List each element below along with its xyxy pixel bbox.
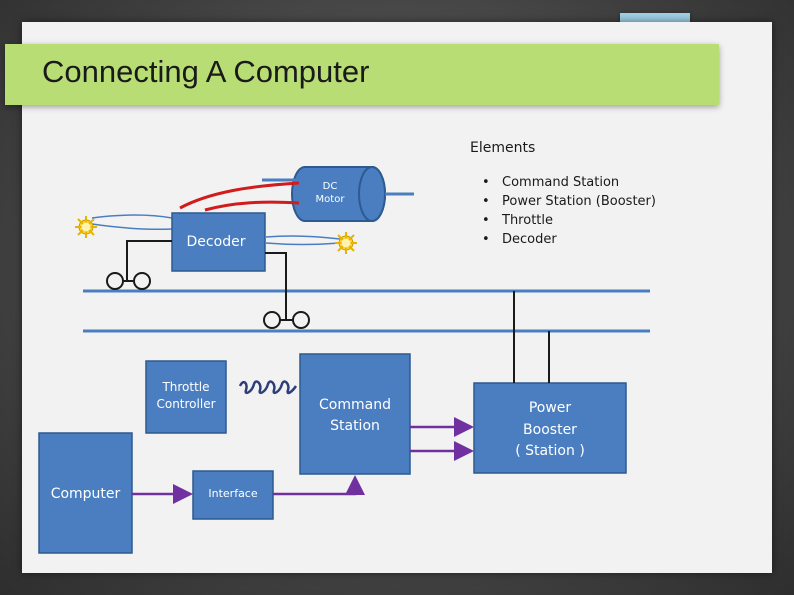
interface-command-arrow [273, 475, 365, 496]
coiled-cable-icon [238, 380, 298, 395]
pickup-wire-right [265, 252, 287, 320]
decoder-label: Decoder [186, 234, 246, 250]
light-wire-left-1 [91, 214, 173, 219]
power-booster-label: Power Booster ( Station ) [474, 398, 626, 463]
list-item: Command Station [482, 173, 656, 192]
light-wire-left-2 [91, 223, 173, 230]
throttle-label-line-1: Throttle [162, 380, 210, 394]
motor-label-line-1: DC [322, 181, 338, 192]
throttle-controller-box [145, 360, 227, 434]
throttle-label: Throttle Controller [146, 379, 226, 413]
wheel-icon [106, 272, 151, 290]
elements-heading: Elements [470, 140, 536, 156]
power-booster-label-line-2: Booster [523, 421, 577, 438]
slide-canvas [22, 22, 772, 573]
computer-label: Computer [50, 486, 121, 502]
elements-list: Command Station Power Station (Booster) … [482, 173, 656, 249]
wheel-icon [263, 311, 310, 329]
command-station-label-line-1: Command [319, 397, 391, 413]
power-booster-label-line-1: Power [528, 400, 572, 416]
slide-title: Connecting A Computer [42, 54, 370, 89]
interface-box [192, 470, 274, 520]
throttle-label-line-2: Controller [156, 397, 216, 411]
power-booster-box [473, 382, 627, 474]
command-station-box [299, 353, 411, 475]
list-item: Power Station (Booster) [482, 192, 656, 211]
motor-label-line-2: Motor [315, 194, 345, 205]
light-bulb-icon [335, 232, 357, 254]
light-bulb-icon [75, 216, 97, 238]
command-station-label: Command Station [300, 395, 410, 437]
decoder-box [171, 212, 266, 272]
motor-label: DC Motor [305, 180, 355, 206]
light-wire-right-1 [265, 235, 341, 240]
list-item: Decoder [482, 230, 656, 249]
motor-wire-red-1 [179, 181, 300, 210]
light-wire-right-2 [265, 242, 341, 246]
list-item: Throttle [482, 211, 656, 230]
interface-label: Interface [208, 487, 258, 500]
power-booster-label-line-3: ( Station ) [515, 443, 585, 459]
motor-wire-red-2 [204, 200, 300, 212]
command-station-label-line-2: Station [330, 418, 380, 434]
pickup-wire-left [126, 240, 172, 281]
title-bar [5, 44, 719, 105]
